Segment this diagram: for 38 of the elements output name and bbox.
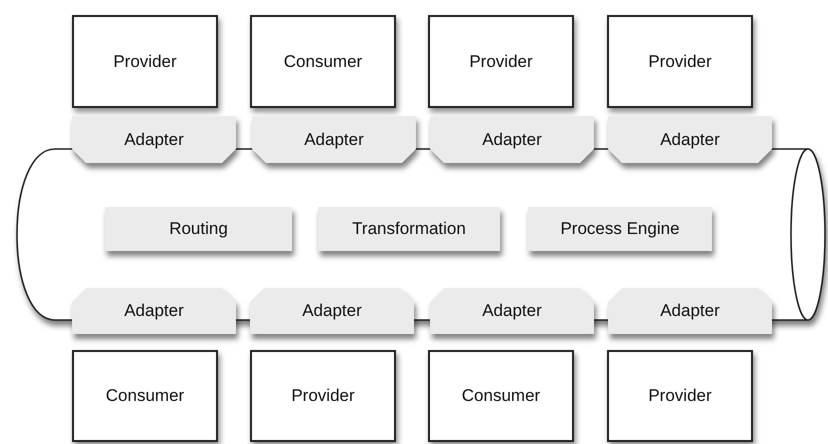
node-label: Provider — [469, 52, 533, 72]
component-box — [428, 350, 574, 442]
node-label: Adapter — [482, 301, 542, 321]
node-label: Provider — [113, 52, 177, 72]
component-box — [607, 350, 753, 442]
component-box — [250, 350, 396, 442]
node-label: Consumer — [284, 52, 362, 72]
node-label: Consumer — [106, 386, 184, 406]
component-box — [72, 15, 218, 108]
adapter-box — [608, 288, 772, 334]
node-label: Adapter — [304, 130, 364, 150]
node-label: Adapter — [302, 301, 362, 321]
component-box — [72, 350, 218, 442]
node-label: Adapter — [124, 130, 184, 150]
node-label: Transformation — [352, 219, 466, 239]
node-label: Provider — [648, 386, 712, 406]
adapter-box — [250, 288, 414, 334]
component-box — [250, 15, 396, 108]
node-label: Routing — [169, 219, 228, 239]
adapter-box — [430, 116, 594, 163]
component-box — [607, 15, 753, 108]
service-box — [318, 207, 500, 251]
adapter-box — [430, 288, 594, 334]
node-label: Provider — [291, 386, 355, 406]
node-label: Adapter — [482, 130, 542, 150]
service-box — [528, 207, 712, 251]
node-label: Provider — [648, 52, 712, 72]
adapter-box — [608, 116, 772, 163]
adapter-box — [72, 288, 236, 334]
node-label: Consumer — [462, 386, 540, 406]
component-box — [428, 15, 574, 108]
node-label: Adapter — [660, 301, 720, 321]
node-label: Process Engine — [560, 219, 680, 239]
adapter-box — [72, 116, 236, 163]
node-label: Adapter — [124, 301, 184, 321]
adapter-box — [252, 116, 416, 163]
node-label: Adapter — [660, 130, 720, 150]
service-box — [105, 207, 292, 251]
